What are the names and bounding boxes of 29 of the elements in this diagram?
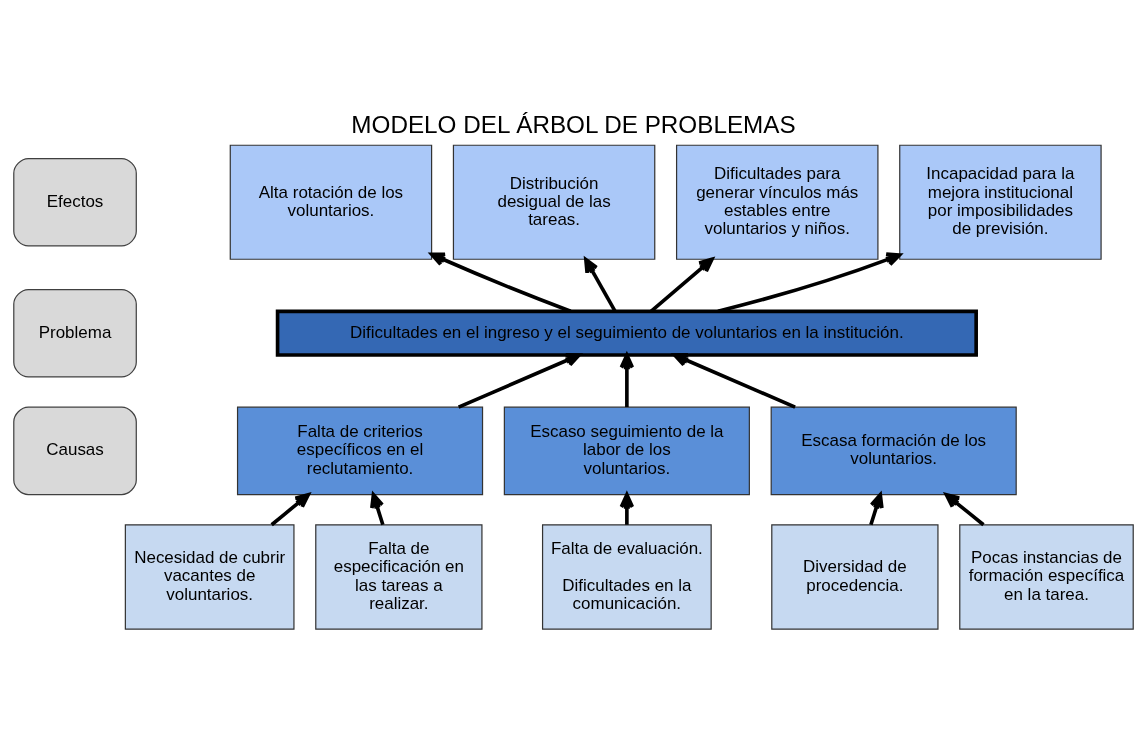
node-box: Pocas instancias de formación específica en la tarea. xyxy=(959,523,1134,630)
node-box: Alta rotación de los voluntarios. xyxy=(229,144,433,260)
arrow xyxy=(869,492,884,525)
arrow xyxy=(370,492,385,525)
arrow xyxy=(717,251,902,313)
node-box: Escasa formación de los voluntarios. xyxy=(770,406,1017,495)
node-box: Causas xyxy=(13,406,137,495)
node-box: Falta de evaluación. Dificultades en la comunicación. xyxy=(541,523,712,630)
node-box: Falta de especificación en las tareas a realizar. xyxy=(315,523,483,630)
arrow xyxy=(457,352,581,409)
node-box: Efectos xyxy=(13,157,137,246)
arrow xyxy=(619,352,635,407)
node-box: Incapacidad para la mejora institucional por imposibilidades de previsión. xyxy=(899,144,1102,260)
node-box: Diversidad de procedencia. xyxy=(771,523,939,630)
arrow xyxy=(270,492,310,526)
node-box: Dificultades para generar vínculos más estables entre voluntarios y niños. xyxy=(676,144,879,260)
diagram-title: MODELO DEL ÁRBOL DE PROBLEMAS xyxy=(351,110,796,138)
node-box: Necesidad de cubrir vacantes de voluntarios. xyxy=(124,523,295,630)
node-box: Distribución desigual de las tareas. xyxy=(452,144,656,260)
arrow xyxy=(672,352,796,409)
arrow xyxy=(649,256,714,313)
arrow xyxy=(619,492,635,525)
node-box: Problema xyxy=(13,288,137,377)
node-box: Dificultades en el ingreso y el seguimiento de voluntarios en la institución. xyxy=(275,309,978,357)
arrow xyxy=(429,251,572,313)
node-box: Falta de criterios específicos en el reclutamiento. xyxy=(236,406,484,495)
node-box: Escaso seguimiento de la labor de los voluntarios. xyxy=(503,406,750,495)
arrow xyxy=(944,492,985,526)
arrow xyxy=(584,257,617,312)
